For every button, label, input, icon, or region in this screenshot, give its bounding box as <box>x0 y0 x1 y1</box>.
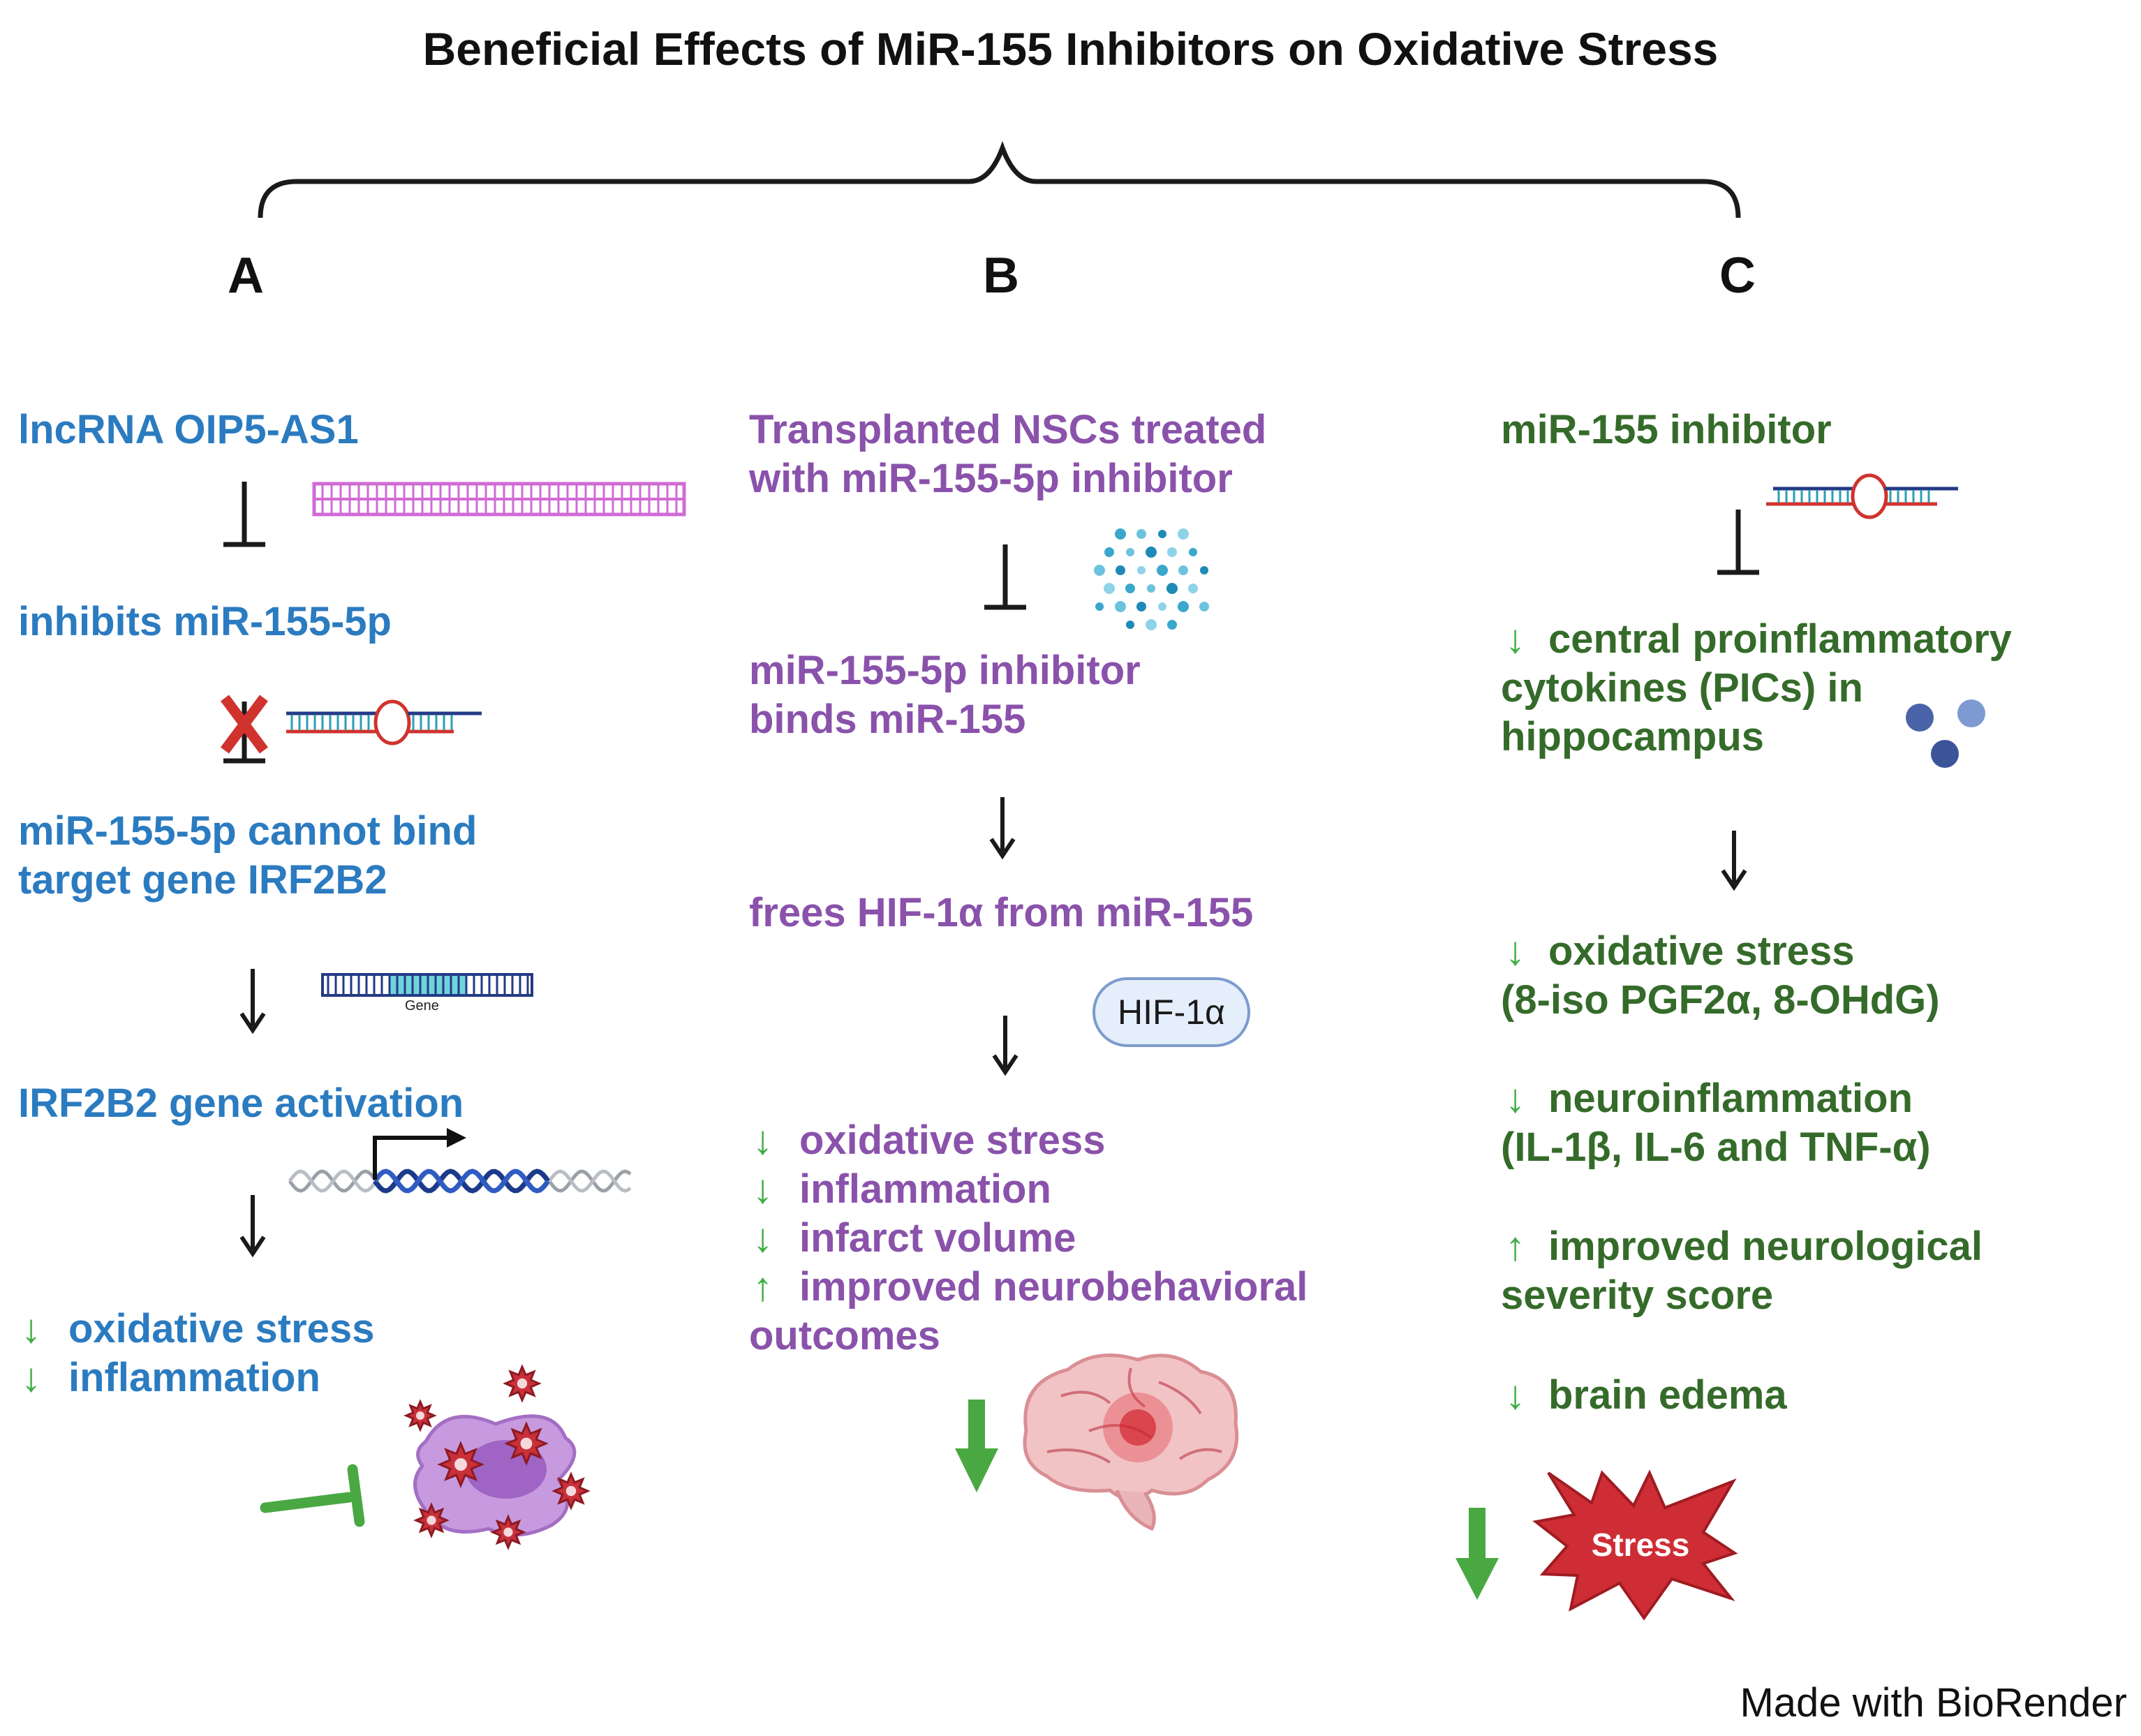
panel-c-outcome-neuroinflammation-2: (IL-1β, IL-6 and TNF-α) <box>1501 1125 1931 1170</box>
panel-a-arrow-1: ↓ <box>21 1306 41 1351</box>
mirna-hairpin-icon <box>286 699 482 745</box>
panel-b-outcome-neurobehavioral-2: outcomes <box>749 1313 940 1358</box>
stress-starburst-icon <box>1532 1469 1738 1621</box>
arrow-down-icon <box>1721 831 1747 891</box>
gene-activation-icon <box>288 1128 632 1194</box>
panel-c-outcome-pics-1: central proinflammatory <box>1548 616 2012 662</box>
panel-c-outcome-pics-3: hippocampus <box>1501 714 1765 759</box>
panel-c-outcome-neuroinflammation-1: neuroinflammation <box>1548 1076 1913 1121</box>
panel-b-arrow-2: ↓ <box>753 1166 773 1212</box>
green-down-arrow-icon <box>955 1400 998 1492</box>
panel-c-outcome-severity-1: improved neurological <box>1548 1224 1983 1269</box>
cytokine-spheres-icon <box>1906 699 1985 768</box>
panel-c-arrow-1: ↓ <box>1505 616 1525 662</box>
panel-b-step-binds-1: miR-155-5p inhibitor <box>749 648 1141 693</box>
panel-b-outcome-oxidative: oxidative stress <box>799 1118 1106 1163</box>
gene-dna-icon <box>321 973 533 997</box>
panel-b-outcome-neurobehavioral-1: improved neurobehavioral <box>799 1264 1308 1310</box>
panel-c-arrow-5: ↓ <box>1505 1372 1525 1418</box>
mirna-hairpin-icon <box>1766 473 1958 519</box>
panel-b-arrow-3: ↓ <box>753 1215 773 1261</box>
panel-a-step-activation: IRF2B2 gene activation <box>18 1081 464 1126</box>
panel-c-arrow-4: ↑ <box>1505 1224 1525 1269</box>
panel-b-step-nsc-2: with miR-155-5p inhibitor <box>749 456 1233 501</box>
grouping-brace <box>258 141 1741 218</box>
panel-c-outcome-oxidative-1: oxidative stress <box>1548 928 1855 974</box>
panel-b-outcome-infarct: infarct volume <box>799 1215 1076 1261</box>
panel-a-outcome-oxidative: oxidative stress <box>68 1306 375 1351</box>
stress-label: Stress <box>1591 1527 1690 1563</box>
inhibit-bar-icon <box>984 544 1026 610</box>
hif-1a-pill: HIF-1α <box>1092 977 1250 1047</box>
panel-c-outcome-oxidative-2: (8-iso PGF2α, 8-OHdG) <box>1501 977 1940 1023</box>
panel-a-outcome-inflammation: inflammation <box>68 1355 320 1400</box>
panel-c-outcome-pics-2: cytokines (PICs) in <box>1501 665 1863 711</box>
inhibit-bar-icon <box>1717 510 1759 575</box>
panel-a-step-cannot-bind-1: miR-155-5p cannot bind <box>18 808 477 854</box>
biorender-credit: Made with BioRender <box>1740 1680 2127 1726</box>
panel-a-step-lncrna: lncRNA OIP5-AS1 <box>18 407 359 452</box>
panel-b-step-binds-2: binds miR-155 <box>749 697 1026 742</box>
panel-a-step-inhibits: inhibits miR-155-5p <box>18 599 392 644</box>
arrow-down-icon <box>239 1195 266 1258</box>
panel-c-outcome-severity-2: severity score <box>1501 1273 1774 1318</box>
gene-label: Gene <box>405 998 439 1014</box>
panel-c-arrow-2: ↓ <box>1505 928 1525 974</box>
brain-icon <box>1023 1353 1239 1531</box>
panel-c-step-inhibitor: miR-155 inhibitor <box>1501 407 1832 452</box>
inhibit-cell-icon <box>260 1464 365 1527</box>
rna-strand-icon <box>312 482 686 517</box>
panel-b-step-frees-hif: frees HIF-1α from miR-155 <box>749 890 1254 935</box>
panel-a-arrow-2: ↓ <box>21 1355 41 1400</box>
panel-b-step-nsc-1: Transplanted NSCs treated <box>749 407 1267 452</box>
panel-c-letter: C <box>1719 248 1756 304</box>
panel-b-arrow-1: ↓ <box>753 1118 773 1163</box>
panel-c-arrow-3: ↓ <box>1505 1076 1525 1121</box>
arrow-down-icon <box>992 1016 1018 1076</box>
green-down-arrow-icon <box>1455 1508 1499 1600</box>
arrow-down-icon <box>239 969 266 1034</box>
nsc-particles-icon <box>1094 528 1209 630</box>
panel-a-letter: A <box>228 248 264 304</box>
panel-b-arrow-4: ↑ <box>753 1264 773 1310</box>
page-title: Beneficial Effects of MiR-155 Inhibitors… <box>422 23 1719 75</box>
panel-c-outcome-edema: brain edema <box>1548 1372 1787 1418</box>
panel-b-outcome-inflammation: inflammation <box>799 1166 1051 1212</box>
panel-a-step-cannot-bind-2: target gene IRF2B2 <box>18 857 387 903</box>
panel-b-letter: B <box>983 248 1019 304</box>
ros-cell-icon <box>403 1364 591 1550</box>
blocked-inhibition-icon <box>220 695 269 764</box>
arrow-down-icon <box>989 797 1016 860</box>
inhibit-bar-icon <box>223 482 265 547</box>
